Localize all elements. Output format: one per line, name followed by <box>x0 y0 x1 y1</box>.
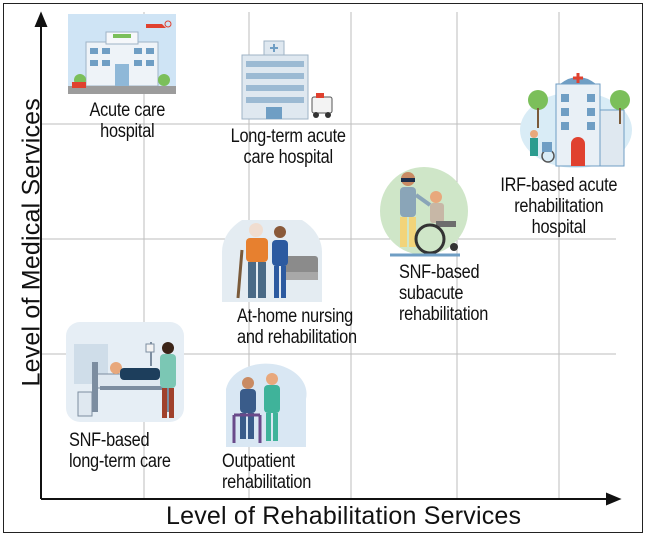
home-nursing-icon <box>222 220 322 302</box>
long-term-hospital-icon <box>241 40 333 120</box>
wheelchair-nurse-icon <box>380 167 468 257</box>
label-long-term-acute-care-hospital: Long-term acute care hospital <box>230 126 346 168</box>
diagram-frame: Level of Medical Services Level of Rehab… <box>3 3 643 533</box>
label-snf-subacute-rehabilitation: SNF-based subacute rehabilitation <box>399 262 489 325</box>
bedside-care-icon <box>66 322 184 422</box>
x-axis-title: Level of Rehabilitation Services <box>166 502 522 530</box>
hospital-building-icon <box>68 14 176 94</box>
rehab-hospital-icon <box>520 73 632 168</box>
y-axis-title: Level of Medical Services <box>17 98 46 387</box>
outpatient-walker-icon <box>226 363 307 447</box>
label-snf-long-term-care: SNF-based long-term care <box>69 430 171 472</box>
label-irf-rehabilitation-hospital: IRF-based acute rehabilitation hospital <box>500 175 618 238</box>
label-acute-care-hospital: Acute care hospital <box>89 100 166 142</box>
grid-and-axes <box>34 11 622 506</box>
axis-lines <box>34 11 622 506</box>
label-outpatient-rehabilitation: Outpatient rehabilitation <box>222 451 312 493</box>
label-at-home-nursing: At-home nursing and rehabilitation <box>237 306 357 348</box>
